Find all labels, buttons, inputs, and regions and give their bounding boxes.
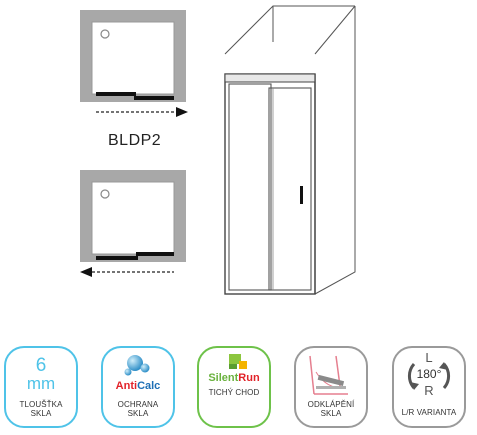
silentrun-logo-b: Run xyxy=(238,372,260,384)
arrow-left-icon xyxy=(80,267,92,277)
drain-icon xyxy=(100,29,110,39)
fixed-panel xyxy=(96,92,136,96)
thickness-caption-2: SKLA xyxy=(30,409,52,418)
badge-anticalc: AntiCalc OCHRANA SKLA xyxy=(101,346,175,428)
lr-top-letter: L xyxy=(425,350,433,365)
thickness-value: 6 xyxy=(35,355,47,376)
enclosure-3d-drawing xyxy=(224,5,356,295)
water-drops-icon xyxy=(124,355,150,376)
door-frame xyxy=(224,73,316,295)
silentrun-caption: TICHÝ CHOD xyxy=(208,388,260,397)
detach-caption-2: SKLA xyxy=(320,409,342,418)
lr-caption: L/R VARIANTA xyxy=(401,408,457,417)
silentrun-logo-a: Silent xyxy=(208,372,239,384)
sliding-panel xyxy=(134,96,174,100)
silentrun-logo: SilentRun xyxy=(199,372,269,384)
lr-angle: 180° xyxy=(416,367,442,381)
anticalc-logo-a: Anti xyxy=(115,380,138,392)
anticalc-caption-2: SKLA xyxy=(127,409,149,418)
side-wall-outline xyxy=(314,6,356,295)
badge-glass-thickness: 6 mm TLOUŠŤKA SKLA xyxy=(4,346,78,428)
drain-icon xyxy=(100,189,110,199)
thickness-caption-1: TLOUŠŤKA xyxy=(19,400,63,409)
sliding-glass-panel xyxy=(268,87,312,291)
top-rail xyxy=(224,73,316,83)
sliding-panel xyxy=(96,256,138,260)
anticalc-logo-b: Calc xyxy=(137,380,161,392)
thickness-unit: mm xyxy=(26,374,56,393)
plan-diagram-left xyxy=(80,170,186,277)
detach-caption-1: ODKLÁPĚNÍ xyxy=(307,400,355,409)
plan-diagram-right xyxy=(80,10,188,117)
fixed-panel xyxy=(136,252,174,256)
side-wall-top xyxy=(314,5,356,55)
model-label: BLDP2 xyxy=(108,132,162,149)
anticalc-caption-1: OCHRANA xyxy=(117,400,159,409)
arrow-right-icon xyxy=(176,107,188,117)
badge-silentrun: SilentRun TICHÝ CHOD xyxy=(197,346,271,428)
glass-detach-icon xyxy=(309,355,348,395)
rotate-180-icon xyxy=(407,362,451,390)
silentrun-mark-icon xyxy=(229,354,247,369)
badge-lr-variant: L 180° R L/R VARIANTA xyxy=(392,346,466,428)
door-handle-icon xyxy=(300,186,303,204)
lr-bottom-letter: R xyxy=(424,383,434,398)
fixed-glass-panel xyxy=(228,83,272,291)
badge-glass-detach: ODKLÁPĚNÍ SKLA xyxy=(294,346,368,428)
anticalc-logo: AntiCalc xyxy=(103,380,173,392)
